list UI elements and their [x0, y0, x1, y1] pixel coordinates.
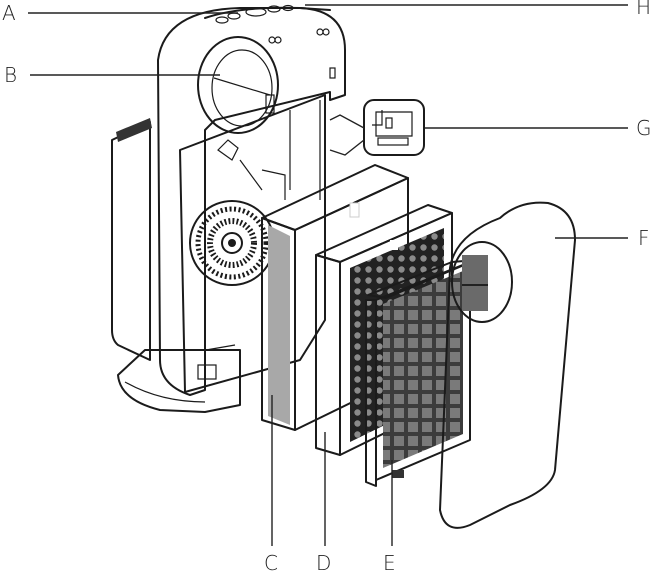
- callout-d: D: [316, 551, 331, 575]
- fan: [189, 139, 286, 286]
- leader-lines: [28, 4, 628, 546]
- callout-h: H: [636, 0, 651, 19]
- callout-b: B: [4, 63, 17, 87]
- callout-f: F: [638, 226, 650, 250]
- callout-a: A: [2, 1, 16, 25]
- callout-g: G: [636, 116, 652, 140]
- panel-window: [451, 241, 513, 323]
- callout-e: E: [383, 551, 396, 575]
- front-panel: [439, 201, 576, 529]
- control-button[interactable]: [215, 16, 229, 24]
- control-button[interactable]: [245, 7, 267, 17]
- sensor-window: [197, 28, 336, 134]
- control-button[interactable]: [282, 4, 294, 12]
- purifier-rear-housing: [111, 118, 152, 361]
- filter-lock-detail: [329, 99, 425, 156]
- purifier-main-body: [157, 6, 346, 396]
- callout-c: C: [264, 551, 278, 575]
- filter-bracket: [197, 344, 236, 380]
- control-button[interactable]: [267, 5, 281, 13]
- control-button[interactable]: [227, 12, 241, 20]
